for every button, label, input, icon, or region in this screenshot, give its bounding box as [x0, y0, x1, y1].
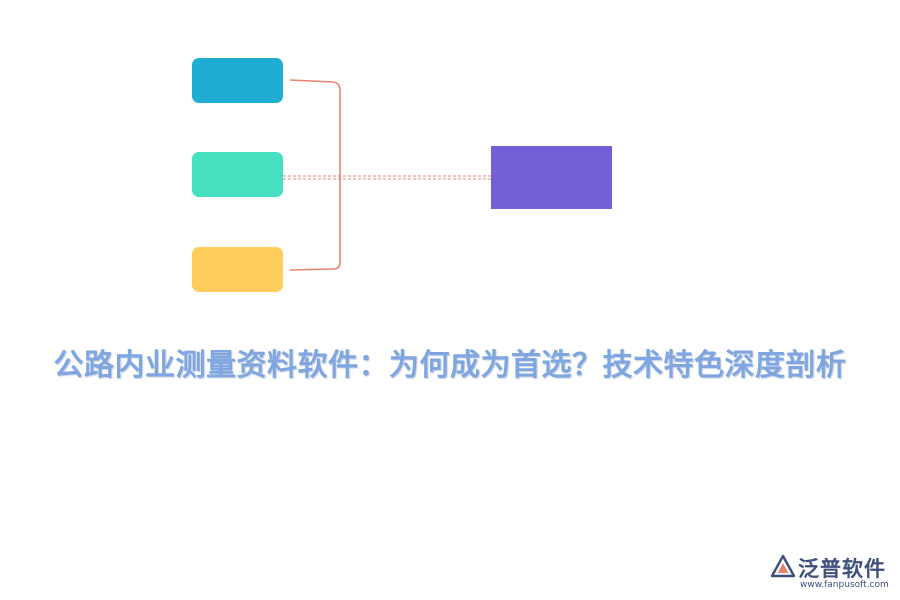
source-node-1	[192, 58, 283, 103]
page-title: 公路内业测量资料软件：为何成为首选？技术特色深度剖析	[53, 348, 847, 383]
bracket-connector	[289, 79, 341, 271]
target-node	[491, 146, 612, 209]
source-node-3	[192, 247, 283, 292]
fanpu-logo-icon	[770, 554, 796, 578]
diagram	[192, 58, 612, 292]
source-node-2	[192, 152, 283, 197]
logo-url: www.fanpusoft.com	[800, 580, 889, 590]
brand-logo: 泛普软件 www.fanpusoft.com	[770, 553, 894, 593]
connector-lines	[283, 79, 491, 271]
logo-name: 泛普软件	[798, 557, 886, 581]
